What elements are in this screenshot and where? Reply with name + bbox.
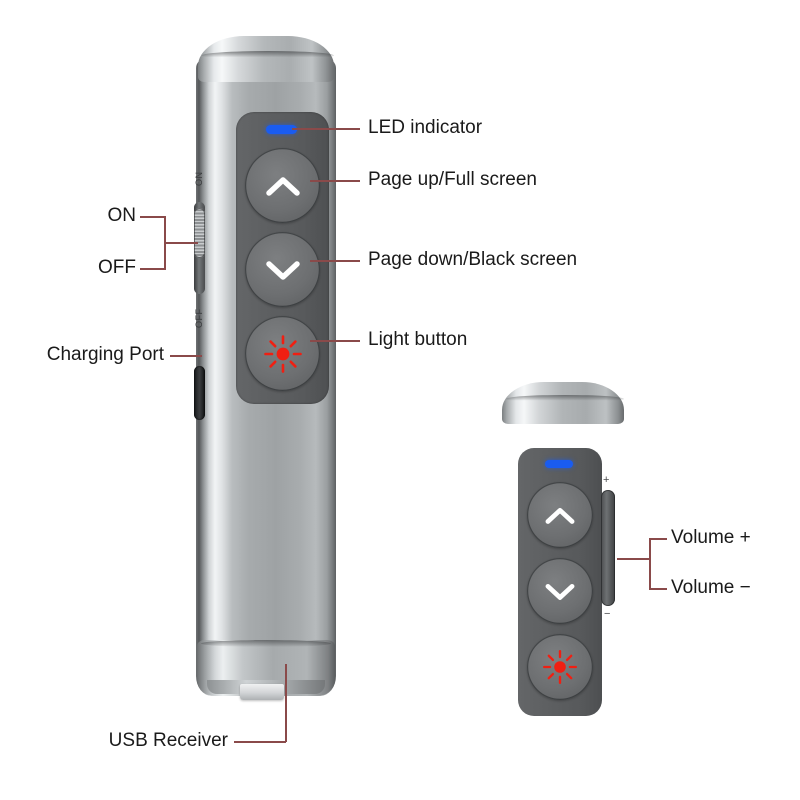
second-button-panel (518, 448, 602, 716)
switch-knob[interactable] (194, 208, 205, 258)
second-light-button[interactable] (527, 634, 593, 700)
label-light-button: Light button (368, 329, 468, 350)
volume-down-marking: − (604, 608, 611, 620)
second-device-top-cap (502, 382, 624, 424)
label-led-indicator: LED indicator (368, 117, 483, 138)
page-down-button[interactable] (245, 232, 320, 307)
device-top-cap (198, 36, 334, 82)
sun-burst-icon (263, 334, 302, 373)
bottom-cap-seam (201, 640, 331, 647)
second-device: + − (500, 382, 626, 800)
leader-on-stub (140, 216, 166, 218)
leader-charging-port (170, 355, 202, 357)
leader-volume-to-rocker (617, 558, 651, 560)
leader-volume-down-stub (649, 588, 667, 590)
leader-led-indicator (292, 128, 360, 130)
chevron-down-icon (265, 260, 300, 280)
switch-off-marking: OFF (194, 308, 204, 329)
chevron-up-icon (265, 176, 300, 196)
page-up-button[interactable] (245, 148, 320, 223)
device-bottom-cap (197, 640, 335, 696)
switch-on-marking: ON (194, 171, 204, 187)
label-switch-on: ON (107, 205, 137, 226)
leader-volume-bracket (649, 538, 651, 588)
volume-up-marking: + (603, 474, 610, 486)
leader-page-down (310, 260, 360, 262)
label-volume-up: Volume + (671, 527, 751, 548)
leader-light-button (310, 340, 360, 342)
second-page-up-button[interactable] (527, 482, 593, 548)
button-panel (236, 112, 329, 404)
leader-off-stub (140, 268, 166, 270)
second-led-indicator (545, 460, 573, 468)
charging-port[interactable] (194, 366, 205, 420)
usb-receiver-dongle[interactable] (240, 684, 284, 700)
second-top-cap-seam (506, 395, 624, 403)
chevron-up-icon (545, 507, 575, 524)
second-page-down-button[interactable] (527, 558, 593, 624)
main-device: ON OFF (194, 36, 336, 700)
label-page-up: Page up/Full screen (368, 169, 537, 190)
label-page-down: Page down/Black screen (368, 249, 578, 270)
label-volume-down: Volume − (671, 577, 751, 598)
led-indicator (266, 125, 297, 134)
leader-volume-up-stub (649, 538, 667, 540)
label-usb-receiver: USB Receiver (108, 730, 228, 751)
label-charging-port: Charging Port (46, 344, 164, 365)
label-switch-off: OFF (98, 257, 136, 278)
leader-onoff-to-switch (164, 242, 198, 244)
power-switch[interactable] (192, 202, 206, 294)
top-cap-seam (202, 51, 334, 60)
leader-usb-vertical (285, 664, 287, 742)
chevron-down-icon (545, 583, 575, 600)
leader-page-up (310, 180, 360, 182)
volume-rocker[interactable] (601, 490, 615, 606)
light-button[interactable] (245, 316, 320, 391)
sun-burst-icon (542, 649, 578, 685)
leader-usb-horizontal (234, 741, 286, 743)
